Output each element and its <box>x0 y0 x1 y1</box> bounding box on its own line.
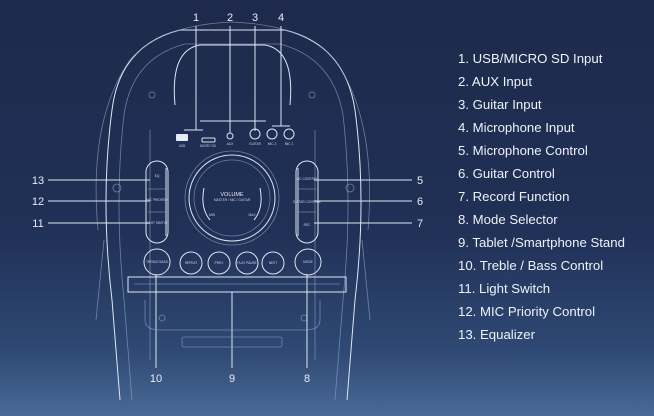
legend-item: 6. Guitar Control <box>458 166 555 181</box>
callout-1: 1 <box>193 12 199 24</box>
legend-item: 4. Microphone Input <box>458 120 575 135</box>
treble-bass-knob[interactable] <box>143 248 171 276</box>
mic-control-knob[interactable]: MIC CONTROL <box>296 177 319 181</box>
tablet-stand-slot <box>127 276 347 293</box>
bottom-buttons: TREBLE BASS REPEAT PREV PLAY PAUSE NEXT … <box>143 248 322 276</box>
callout-4: 4 <box>278 12 284 24</box>
mic-priority-button[interactable]: MIC PRIORITY <box>146 198 169 202</box>
legend-item: 3. Guitar Input <box>458 97 542 112</box>
guitar-control-knob[interactable]: GUITAR CONTROL <box>293 200 322 204</box>
callout-11: 11 <box>32 218 43 230</box>
svg-text:MAX: MAX <box>249 213 257 217</box>
svg-text:NEXT: NEXT <box>269 261 278 265</box>
callout-6: 6 <box>417 196 423 208</box>
legend-item: 2. AUX Input <box>458 74 533 89</box>
eq-button[interactable]: EQ <box>155 174 160 178</box>
handle-outline <box>95 21 370 231</box>
svg-text:REPEAT: REPEAT <box>185 261 198 265</box>
svg-text:MIC 2: MIC 2 <box>268 142 277 146</box>
callout-2: 2 <box>227 12 233 24</box>
volume-knob[interactable] <box>188 154 276 242</box>
legend-item: 11. Light Switch <box>458 281 551 296</box>
usb-port-icon <box>176 134 188 141</box>
svg-text:GUITAR: GUITAR <box>249 142 262 146</box>
mode-button[interactable] <box>294 248 322 276</box>
callout-13: 13 <box>32 175 44 187</box>
legend-item: 7. Record Function <box>458 189 570 204</box>
prev-button[interactable] <box>207 251 231 275</box>
svg-text:MIC 1: MIC 1 <box>285 142 294 146</box>
feature-legend: 1. USB/MICRO SD Input 2. AUX Input 3. Gu… <box>458 47 625 346</box>
svg-text:AUX: AUX <box>227 142 234 146</box>
legend-item: 10. Treble / Bass Control <box>458 258 604 273</box>
legend-item: 12. MIC Priority Control <box>458 304 596 319</box>
next-button[interactable] <box>261 251 285 275</box>
light-switch-button[interactable]: LIGHT SWITCH <box>146 221 169 225</box>
mic2-jack-icon <box>266 128 278 140</box>
top-recess <box>173 44 292 106</box>
callout-12: 12 <box>32 196 44 208</box>
aux-jack-icon <box>226 132 234 140</box>
callout-8: 8 <box>304 373 310 385</box>
mic1-jack-icon <box>283 128 295 140</box>
svg-text:MICRO SD: MICRO SD <box>200 144 217 148</box>
legend-item: 1. USB/MICRO SD Input <box>458 51 603 66</box>
callout-5: 5 <box>417 175 423 187</box>
callout-9: 9 <box>229 373 235 385</box>
guitar-jack-icon <box>249 128 261 140</box>
volume-label: VOLUME <box>220 192 244 198</box>
legend-item: 9. Tablet /Smartphone Stand <box>458 235 625 250</box>
svg-text:MASTER / MIC / GUITAR: MASTER / MIC / GUITAR <box>214 198 251 202</box>
legend-item: 5. Microphone Control <box>458 143 588 158</box>
bottom-handle <box>181 336 283 348</box>
microsd-slot-icon <box>201 137 216 143</box>
legend-item: 13. Equalizer <box>458 327 535 342</box>
svg-text:PREV: PREV <box>215 261 225 265</box>
svg-text:MIN: MIN <box>209 213 216 217</box>
svg-text:MODE: MODE <box>303 260 313 264</box>
speaker-outline-inner <box>118 43 349 401</box>
svg-text:USB: USB <box>179 144 186 148</box>
play-pause-button[interactable] <box>235 251 259 275</box>
callout-10: 10 <box>150 373 162 385</box>
svg-text:PLAY PAUSE: PLAY PAUSE <box>237 261 256 265</box>
repeat-button[interactable] <box>179 251 203 275</box>
callout-7: 7 <box>417 218 423 230</box>
callout-3: 3 <box>252 12 258 24</box>
right-control-pill <box>295 160 319 244</box>
legend-item: 8. Mode Selector <box>458 212 558 227</box>
volume-knob-ring <box>184 150 280 246</box>
speaker-outline <box>105 29 362 401</box>
left-control-pill <box>145 160 169 244</box>
rec-button[interactable]: REC <box>304 223 311 227</box>
callout-lines <box>48 26 412 368</box>
svg-text:TREBLE BASS: TREBLE BASS <box>146 260 168 264</box>
